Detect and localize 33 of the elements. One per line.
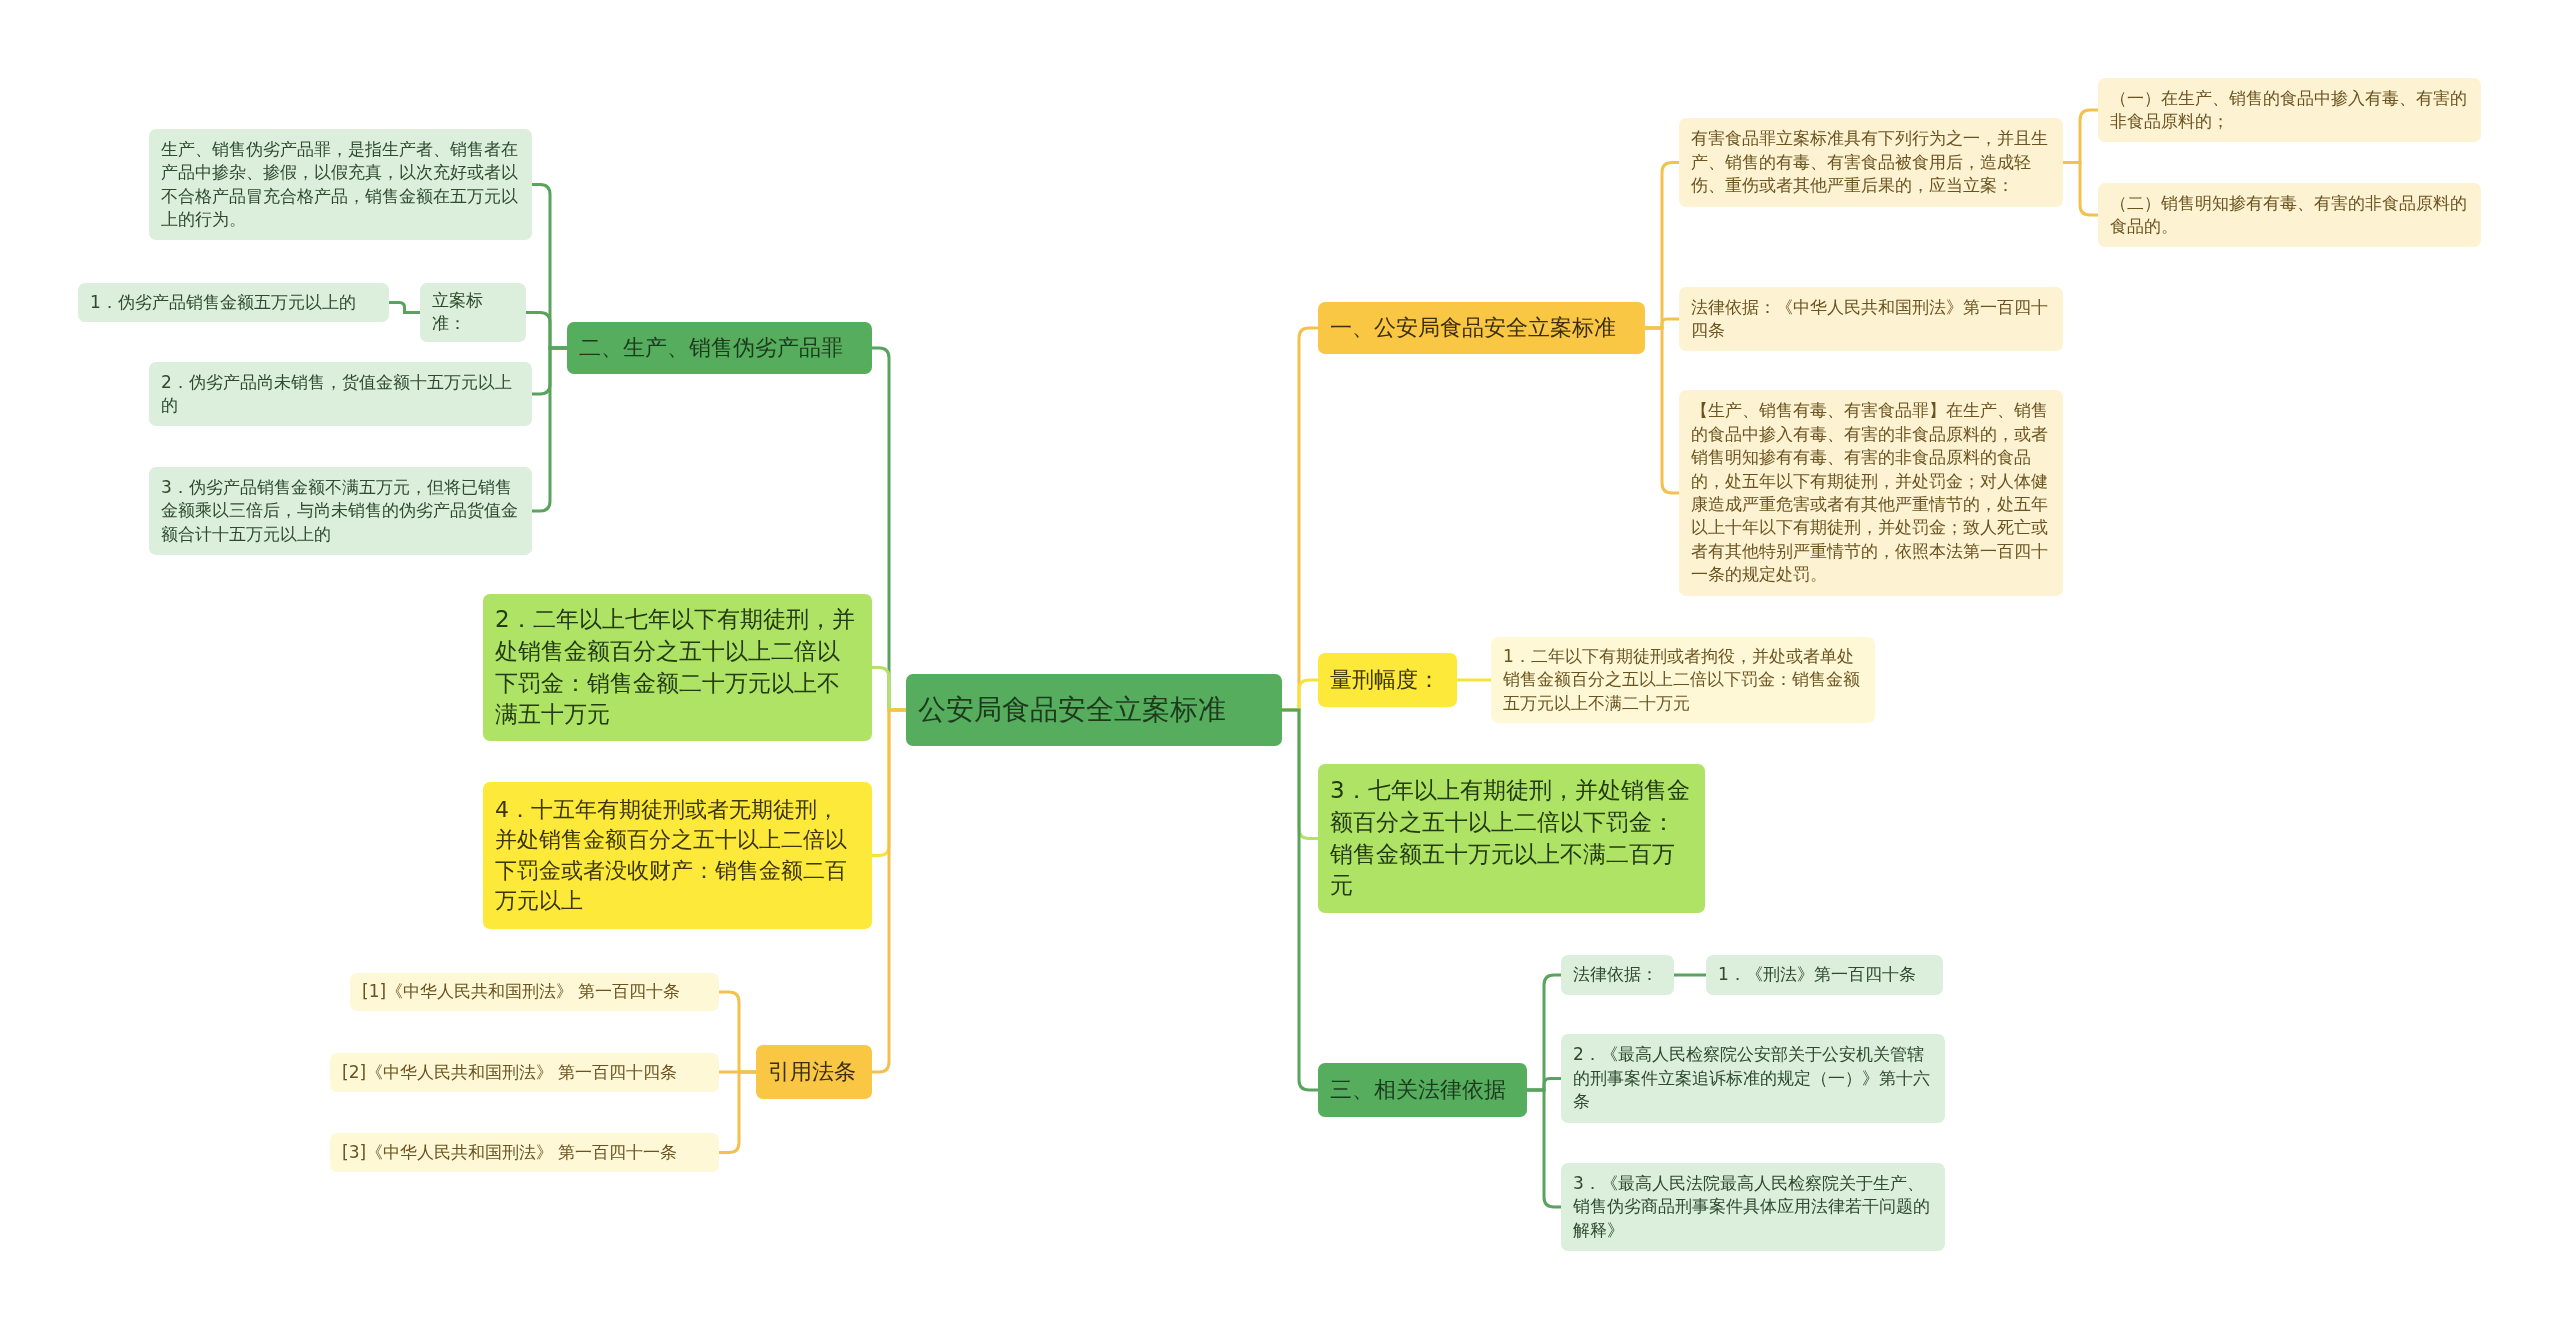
connector-line xyxy=(1674,973,1706,977)
leaf-topic: 3．《最高人民法院最高人民检察院关于生产、销售伪劣商品刑事案件具体应用法律若干问题的解释》 xyxy=(1561,1163,1945,1251)
connector-line xyxy=(1457,678,1491,682)
leaf-topic: 【生产、销售有毒、有害食品罪】在生产、销售的食品中掺入有毒、有害的非食品原料的，或者销售明知掺有有毒、有害的非食品原料的食品的，处五年以下有期徒刑，并处罚金；对人体健康造成严重危害或者有其他严重情节的，处五年以上十年以下有期徒刑，并处罚金；致人死亡或者有其他特别严重情节的，依照本法第一百四十一条的规定处罚。 xyxy=(1679,390,2063,596)
leaf-topic: 立案标准： xyxy=(420,283,526,342)
leaf-topic: 2．伪劣产品尚未销售，货值金额十五万元以上的 xyxy=(149,362,532,426)
leaf-topic: 法律依据：《中华人民共和国刑法》第一百四十四条 xyxy=(1679,287,2063,351)
leaf-topic: 有害食品罪立案标准具有下列行为之一，并且生产、销售的有毒、有害食品被食用后，造成轻伤、重伤或者其他严重后果的，应当立案： xyxy=(1679,118,2063,207)
leaf-topic: 3．伪劣产品销售金额不满五万元，但将已销售金额乘以三倍后，与尚未销售的伪劣产品货值金额合计十五万元以上的 xyxy=(149,467,532,555)
leaf-topic: （一）在生产、销售的食品中掺入有毒、有害的非食品原料的； xyxy=(2098,78,2481,142)
leaf-topic: [2]《中华人民共和国刑法》 第一百四十四条 xyxy=(330,1053,719,1092)
connector-line xyxy=(532,346,567,513)
connector-line xyxy=(719,1070,756,1154)
branch-topic: 一、公安局食品安全立案标准 xyxy=(1318,302,1645,354)
branch-topic: 二、生产、销售伪劣产品罪 xyxy=(567,322,872,374)
branch-topic: 三、相关法律依据 xyxy=(1318,1063,1527,1117)
leaf-topic: 1．二年以下有期徒刑或者拘役，并处或者单处销售金额百分之五以上二倍以下罚金：销售金额五万元以上不满二十万元 xyxy=(1491,637,1875,723)
branch-topic: 2．二年以上七年以下有期徒刑，并处销售金额百分之五十以上二倍以下罚金：销售金额二十万元以上不满五十万元 xyxy=(483,594,872,741)
branch-topic: 量刑幅度： xyxy=(1318,653,1457,707)
leaf-topic: 生产、销售伪劣产品罪，是指生产者、销售者在产品中掺杂、掺假，以假充真，以次充好或者以不合格产品冒充合格产品，销售金额在五万元以上的行为。 xyxy=(149,129,532,240)
leaf-topic: 1．伪劣产品销售金额五万元以上的 xyxy=(78,283,389,322)
leaf-topic: 法律依据： xyxy=(1561,955,1674,995)
leaf-topic: [3]《中华人民共和国刑法》 第一百四十一条 xyxy=(330,1133,719,1172)
branch-topic: 4．十五年有期徒刑或者无期徒刑，并处销售金额百分之五十以上二倍以下罚金或者没收财产：销售金额二百万元以上 xyxy=(483,782,872,929)
connector-line xyxy=(389,301,420,314)
branch-topic: 3．七年以上有期徒刑，并处销售金额百分之五十以上二倍以下罚金：销售金额五十万元以上不满二百万元 xyxy=(1318,764,1705,913)
leaf-topic: [1]《中华人民共和国刑法》 第一百四十条 xyxy=(350,973,719,1011)
leaf-topic: 1．《刑法》第一百四十条 xyxy=(1706,955,1943,995)
connector-line xyxy=(1282,708,1318,1092)
branch-topic: 引用法条 xyxy=(756,1045,872,1099)
leaf-topic: 2．《最高人民检察院公安部关于公安机关管辖的刑事案件立案追诉标准的规定（一）》第十六条 xyxy=(1561,1034,1945,1123)
leaf-topic: （二）销售明知掺有有毒、有害的非食品原料的食品的。 xyxy=(2098,183,2481,247)
central-topic: 公安局食品安全立案标准 xyxy=(906,674,1282,746)
